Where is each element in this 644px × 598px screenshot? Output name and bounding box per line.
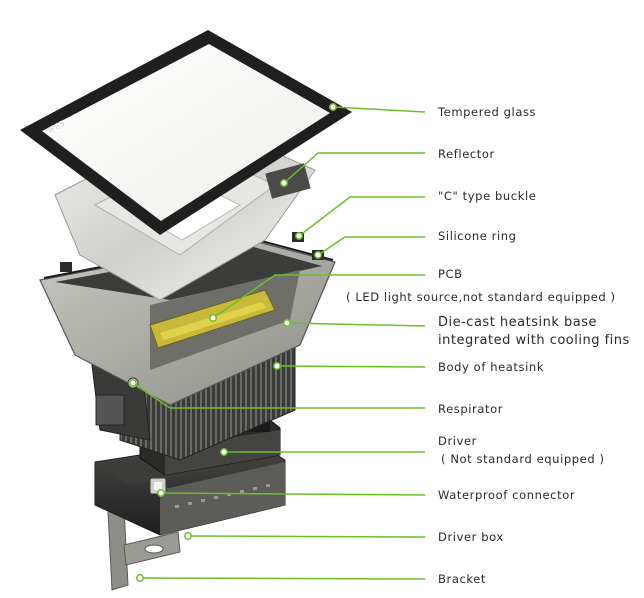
leader-line-bracket (139, 577, 426, 580)
leader-line-waterproof-connector (160, 492, 426, 496)
leader-line-c-type-buckle (298, 196, 425, 237)
label-die-cast-heatsink-line1: Die-cast heatsink base (438, 315, 598, 330)
label-driver-note: ( Not standard equipped ) (441, 452, 605, 466)
leader-dot-silicone-ring (314, 251, 322, 259)
leader-dot-bracket (136, 574, 144, 582)
label-die-cast-heatsink-line2: integrated with cooling fins (438, 333, 630, 348)
label-tempered-glass: Tempered glass (438, 105, 537, 119)
leader-dot-driver (220, 448, 228, 456)
leader-dot-pcb (209, 314, 217, 322)
label-driver-box: Driver box (438, 530, 504, 544)
leader-line-tempered-glass (332, 106, 426, 113)
leader-line-silicone-ring (317, 236, 425, 256)
leader-line-reflector (283, 152, 425, 184)
label-driver: Driver (438, 434, 477, 448)
leader-line-respirator (132, 382, 425, 409)
label-bracket: Bracket (438, 572, 487, 586)
label-body-of-heatsink: Body of heatsink (438, 360, 545, 374)
leader-dot-waterproof-connector (157, 489, 165, 497)
leader-line-pcb (212, 274, 425, 319)
leader-line-driver-box (187, 535, 426, 538)
label-waterproof-connector: Waterproof connector (438, 488, 576, 502)
leader-dot-tempered-glass (329, 103, 337, 111)
label-pcb-note: ( LED light source,not standard equipped… (346, 290, 616, 304)
label-silicone-ring: Silicone ring (438, 229, 517, 243)
leader-dot-respirator (129, 379, 137, 387)
leader-dot-die-cast-heatsink (283, 319, 291, 327)
label-c-type-buckle: "C" type buckle (438, 189, 537, 203)
leader-dot-body-of-heatsink (273, 362, 281, 370)
leader-line-body-of-heatsink (276, 365, 426, 368)
leader-dot-driver-box (184, 532, 192, 540)
tempered-glass-part: IP65 (20, 30, 352, 235)
leader-dot-reflector (280, 179, 288, 187)
label-die-cast-heatsink: Die-cast heatsink base integrated with c… (438, 314, 630, 350)
label-reflector: Reflector (438, 147, 495, 161)
label-respirator: Respirator (438, 402, 504, 416)
bracket-part (107, 507, 181, 591)
leader-lines (129, 103, 426, 582)
leader-dot-c-type-buckle (295, 232, 303, 240)
label-pcb: PCB (438, 267, 463, 281)
leader-line-die-cast-heatsink (286, 322, 426, 327)
